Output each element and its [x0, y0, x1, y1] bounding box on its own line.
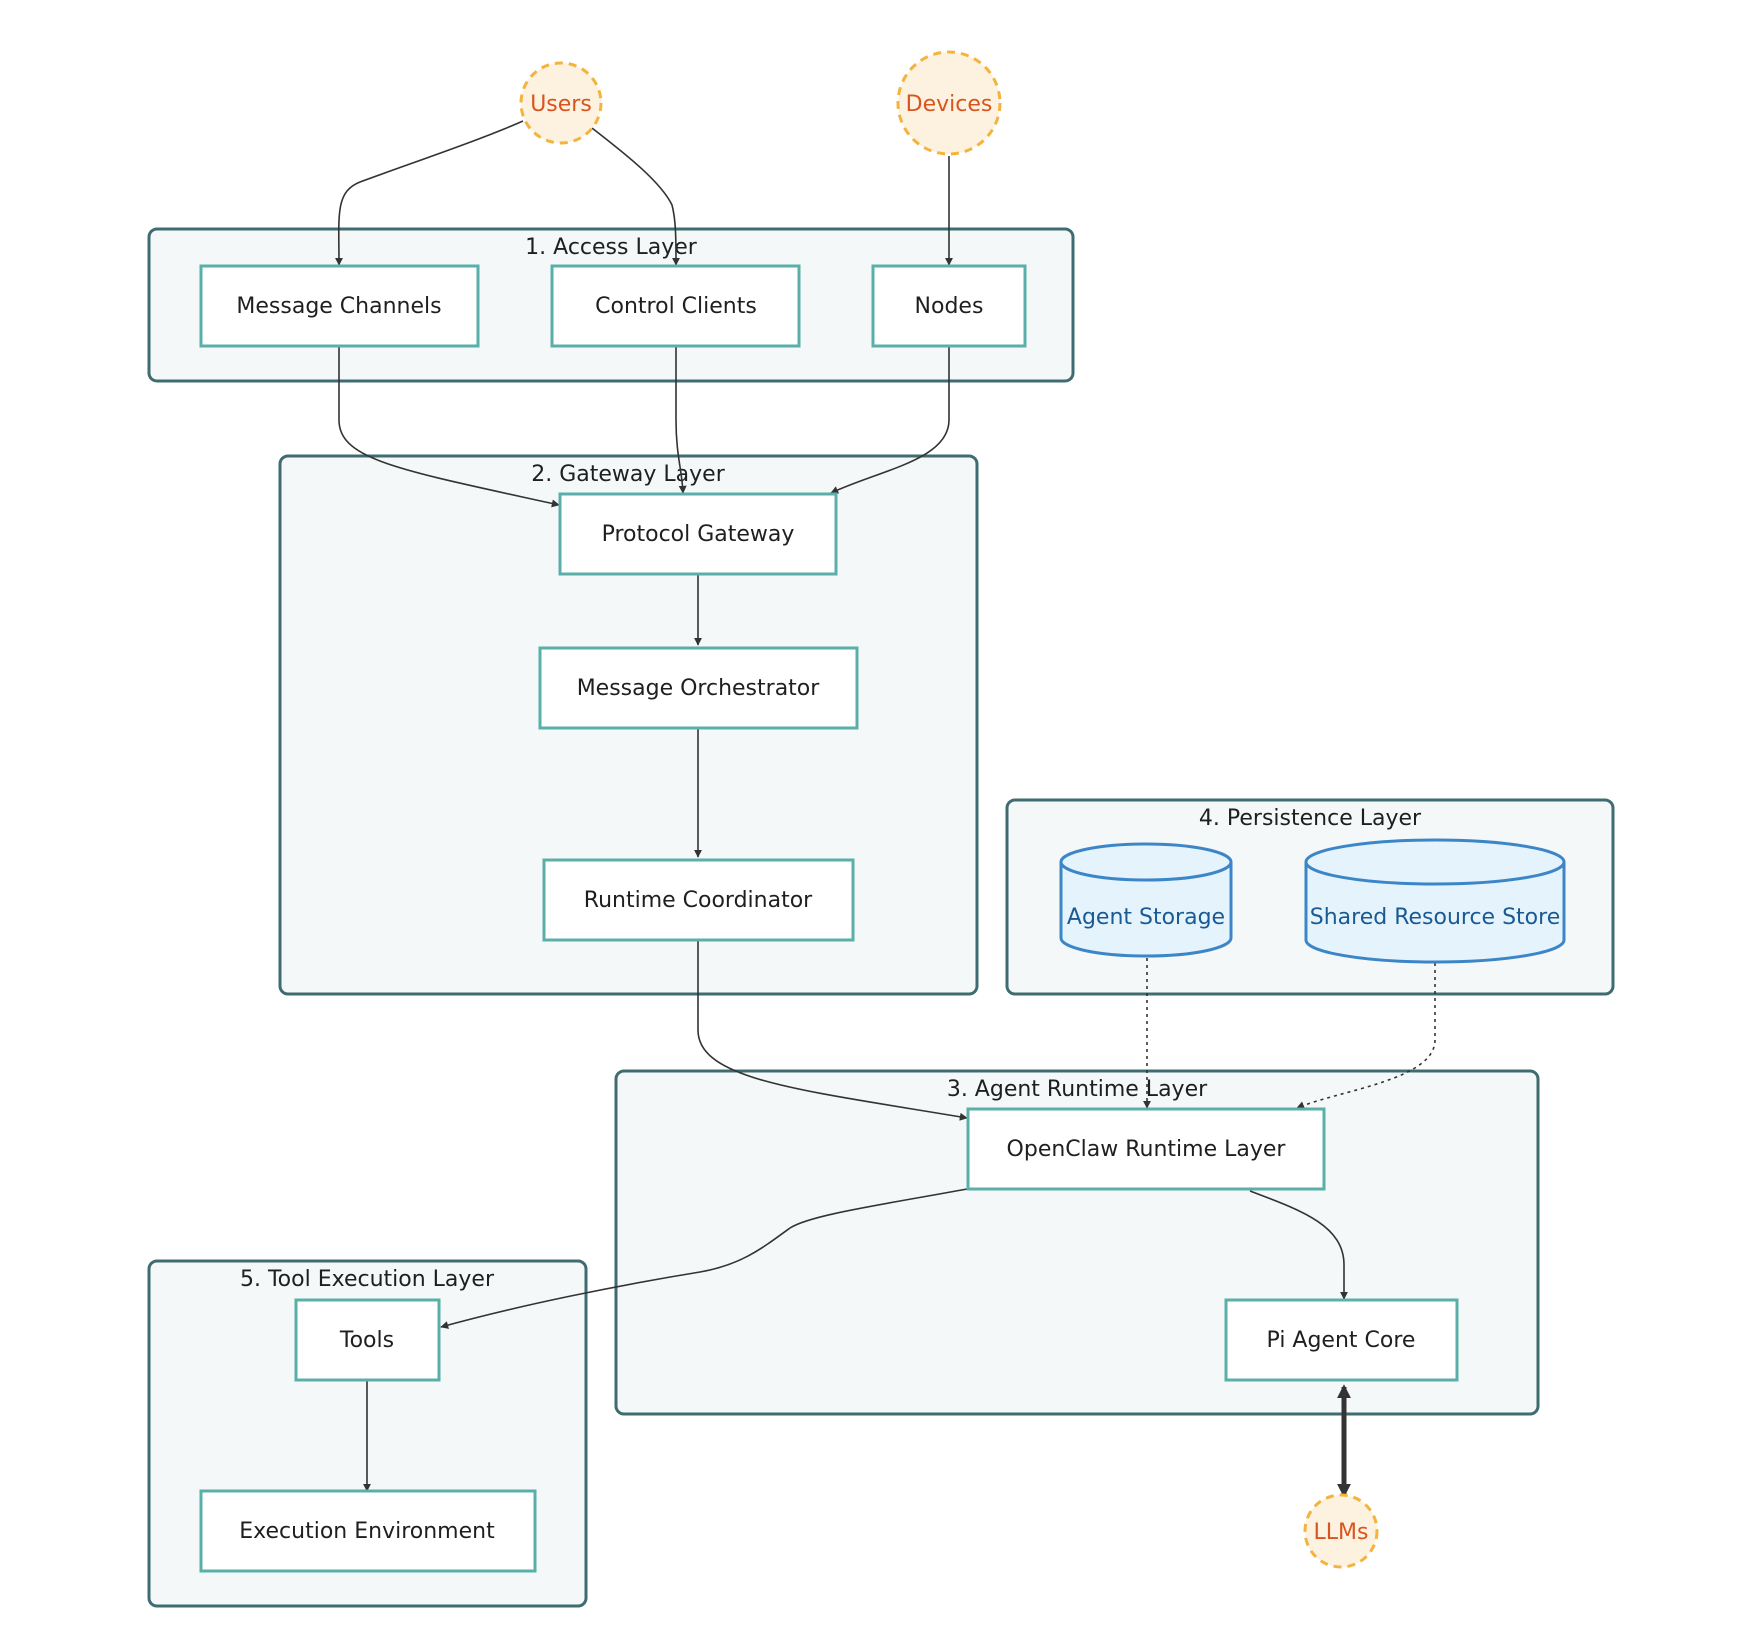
gateway-layer-title: 2. Gateway Layer [531, 462, 725, 487]
nodes-box [871, 264, 1027, 348]
edges [334, 120, 1436, 1498]
control-clients-box [550, 264, 801, 348]
edge-message-channels-to-protocol-gateway [338, 346, 560, 508]
execution-environment-node[interactable]: Execution Environment [199, 1489, 537, 1573]
tool-execution-layer-title: 5. Tool Execution Layer [240, 1267, 495, 1292]
runtime-coordinator-node[interactable]: Runtime Coordinator [542, 858, 855, 942]
pi-agent-core-node[interactable]: Pi Agent Core [1224, 1298, 1459, 1382]
edge-control-clients-to-protocol-gateway [675, 346, 687, 494]
llms-circle [1303, 1493, 1379, 1569]
tools-box [294, 1298, 441, 1382]
runtime-coordinator-label: Runtime Coordinator [584, 888, 813, 913]
users-actor[interactable]: Users [519, 61, 603, 145]
message-orchestrator-box [538, 646, 859, 730]
control-clients-label: Control Clients [595, 294, 757, 319]
edge-users-to-message-channels [334, 120, 524, 266]
agent-storage-label: Agent Storage [1067, 905, 1225, 930]
openclaw-runtime-box [966, 1107, 1326, 1191]
agent-storage-cylinder [1059, 862, 1233, 958]
edge-users-to-control-clients [591, 127, 680, 266]
persistence-layer-title: 4. Persistence Layer [1199, 806, 1422, 831]
protocol-gateway-box [558, 492, 838, 576]
edge-openclaw-to-pi-agent-core [1249, 1190, 1348, 1300]
agent-runtime-layer-title: 3. Agent Runtime Layer [947, 1077, 1208, 1102]
protocol-gateway-node[interactable]: Protocol Gateway [558, 492, 838, 576]
message-channels-node[interactable]: Message Channels [199, 264, 480, 348]
shared-resource-label: Shared Resource Store [1310, 905, 1560, 930]
devices-label: Devices [906, 92, 993, 117]
openclaw-runtime-label: OpenClaw Runtime Layer [1007, 1137, 1287, 1162]
nodes-label: Nodes [915, 294, 984, 319]
pi-agent-core-box [1224, 1298, 1459, 1382]
devices-actor[interactable]: Devices [896, 50, 1002, 156]
edge-shared-store-to-openclaw [1296, 963, 1436, 1109]
edge-nodes-to-protocol-gateway [830, 346, 950, 494]
shared-resource-store[interactable]: Shared Resource Store [1304, 838, 1566, 964]
message-channels-label: Message Channels [236, 294, 441, 319]
pi-agent-core-label: Pi Agent Core [1267, 1328, 1416, 1353]
message-channels-box [199, 264, 480, 348]
users-label: Users [530, 92, 592, 117]
agent-storage-top [1059, 842, 1233, 882]
shared-resource-cylinder [1304, 862, 1566, 964]
message-orchestrator-label: Message Orchestrator [577, 676, 821, 701]
message-orchestrator-node[interactable]: Message Orchestrator [538, 646, 859, 730]
openclaw-runtime-node[interactable]: OpenClaw Runtime Layer [966, 1107, 1326, 1191]
protocol-gateway-label: Protocol Gateway [602, 522, 795, 547]
tools-node[interactable]: Tools [294, 1298, 441, 1382]
control-clients-node[interactable]: Control Clients [550, 264, 801, 348]
access-layer-title: 1. Access Layer [525, 235, 698, 260]
shared-resource-top [1304, 838, 1566, 886]
llms-label: LLMs [1314, 1520, 1369, 1545]
agent-storage-store[interactable]: Agent Storage [1059, 842, 1233, 958]
tools-label: Tools [339, 1328, 394, 1353]
devices-circle [896, 50, 1002, 156]
llms-actor[interactable]: LLMs [1303, 1493, 1379, 1569]
users-circle [519, 61, 603, 145]
execution-environment-box [199, 1489, 537, 1573]
execution-environment-label: Execution Environment [239, 1519, 495, 1544]
edge-openclaw-to-tools [440, 1188, 968, 1329]
runtime-coordinator-box [542, 858, 855, 942]
edge-runtime-coordinator-to-openclaw [697, 941, 968, 1121]
nodes-node[interactable]: Nodes [871, 264, 1027, 348]
